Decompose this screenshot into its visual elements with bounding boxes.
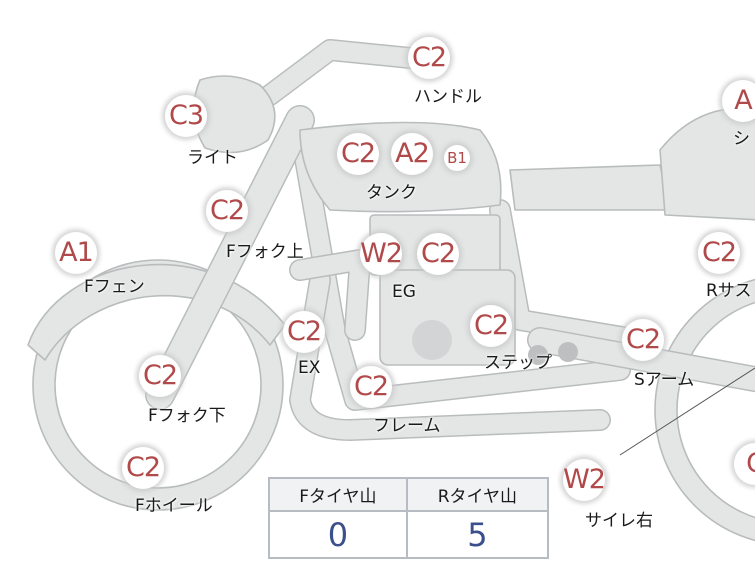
tire-tread-table: Fタイヤ山 Rタイヤ山 0 5 <box>268 477 550 559</box>
ffork-upper-label: Fフォク上 <box>226 242 304 262</box>
ffender-label: Fフェン <box>84 277 145 297</box>
sarm-label: Sアーム <box>634 370 695 390</box>
rear-tire-header: Rタイヤ山 <box>405 477 550 512</box>
eg-label: EG <box>392 282 416 302</box>
eg-w2-badge: W2 <box>360 233 403 275</box>
seat-grade-badge: A <box>722 80 755 122</box>
frame-label: フレーム <box>373 416 441 436</box>
sarm-badge: C2 <box>622 319 664 361</box>
step-label: ステップ <box>484 353 552 373</box>
seat-label: シ <box>733 129 750 149</box>
ffork-lower-badge: C2 <box>139 355 181 397</box>
handle-label: ハンドル <box>414 87 482 107</box>
rsus-label: Rサス <box>706 281 752 301</box>
rear-tire-value: 5 <box>405 510 550 559</box>
fwheel-badge: C2 <box>122 447 164 489</box>
front-tire-value: 0 <box>268 510 408 559</box>
rwheel-badge: C <box>734 443 755 485</box>
ffork-lower-label: Fフォク下 <box>148 406 226 426</box>
rsus-badge: C2 <box>698 232 740 274</box>
light-label: ライト <box>187 148 238 168</box>
ex-badge: C2 <box>283 311 325 353</box>
handle-grade-badge: C2 <box>408 37 450 79</box>
step-badge: C2 <box>470 305 512 347</box>
seat-area <box>509 164 671 211</box>
frame-badge: C2 <box>350 366 392 408</box>
ffork-upper-badge: C2 <box>206 190 248 232</box>
tank-a2-badge: A2 <box>391 133 433 175</box>
ex-label: EX <box>298 358 321 378</box>
fwheel-label: Fホイール <box>135 496 213 516</box>
side-right-badge: W2 <box>563 459 606 501</box>
front-tire-header: Fタイヤ山 <box>268 477 408 512</box>
step-peg <box>528 345 548 365</box>
eg-c2-badge: C2 <box>417 233 459 275</box>
leader-line <box>619 367 755 456</box>
tank-c2-badge: C2 <box>337 133 379 175</box>
light-grade-badge: C3 <box>165 95 207 137</box>
tank-b1-badge: B1 <box>444 145 470 171</box>
side-right-label: サイレ右 <box>585 511 653 531</box>
ffender-badge: A1 <box>55 232 97 274</box>
tank-label: タンク <box>366 183 417 203</box>
